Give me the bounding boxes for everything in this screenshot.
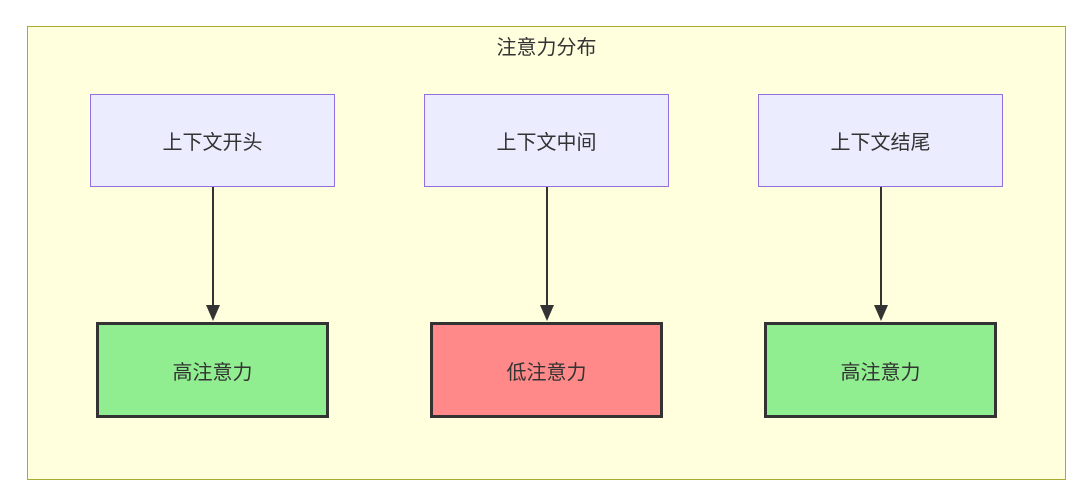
- flow-column-middle: 上下文中间 低注意力: [424, 94, 669, 418]
- diagram-title: 注意力分布: [496, 37, 597, 59]
- node-context-middle: 上下文中间: [424, 94, 669, 187]
- node-high-attention-left: 高注意力: [96, 322, 329, 418]
- arrow-down-icon: [205, 187, 220, 321]
- node-low-attention: 低注意力: [430, 322, 663, 418]
- node-high-attention-right: 高注意力: [764, 322, 997, 418]
- flow-column-beginning: 上下文开头 高注意力: [90, 94, 335, 418]
- attention-distribution-cluster: 注意力分布 上下文开头 高注意力 上下文中间 低注意力 上下文结尾: [27, 26, 1066, 480]
- arrow-down-icon: [539, 187, 554, 321]
- node-context-end: 上下文结尾: [758, 94, 1003, 187]
- node-context-beginning: 上下文开头: [90, 94, 335, 187]
- flow-column-end: 上下文结尾 高注意力: [758, 94, 1003, 418]
- arrow-down-icon: [873, 187, 888, 321]
- diagram-columns: 上下文开头 高注意力 上下文中间 低注意力 上下文结尾: [28, 94, 1065, 418]
